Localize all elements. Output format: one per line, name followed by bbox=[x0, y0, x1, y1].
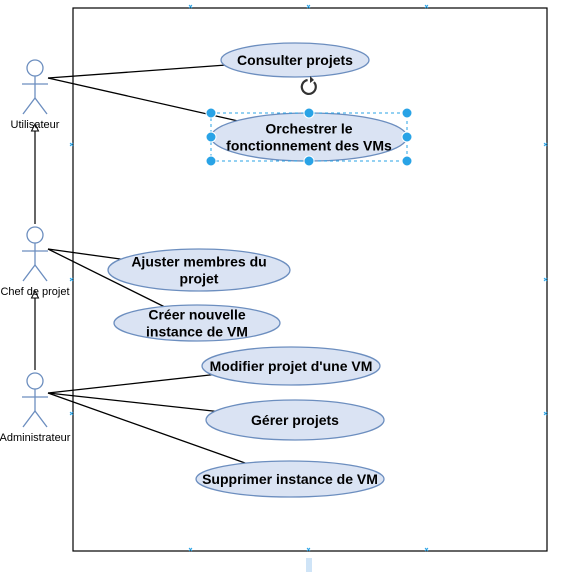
use-case-label: Créer nouvelle bbox=[148, 307, 245, 323]
use-case-label: Supprimer instance de VM bbox=[202, 471, 378, 487]
use-case-label: Consulter projets bbox=[237, 52, 353, 68]
association-chef-ajuster[interactable] bbox=[47, 248, 122, 260]
actor-chef[interactable]: Chef de projet bbox=[0, 226, 70, 298]
resize-handle[interactable] bbox=[401, 155, 413, 167]
resize-handle[interactable] bbox=[401, 131, 413, 143]
use-case-label: Modifier projet d'une VM bbox=[210, 358, 373, 374]
actor-leg-right bbox=[34, 410, 48, 428]
actor-leg-left bbox=[22, 264, 36, 282]
association-admin-supprimer[interactable] bbox=[47, 392, 246, 464]
resize-handle[interactable] bbox=[205, 131, 217, 143]
association-admin-gerer[interactable] bbox=[47, 392, 216, 412]
actor-leg-right bbox=[34, 97, 48, 115]
association-utilisateur-consulter[interactable] bbox=[47, 64, 225, 79]
use-case-modifier[interactable]: Modifier projet d'une VM bbox=[201, 346, 381, 386]
actor-admin[interactable]: Administrateur bbox=[0, 372, 71, 444]
resize-handle[interactable] bbox=[401, 107, 413, 119]
use-case-label: instance de VM bbox=[146, 324, 248, 340]
use-case-label: fonctionnement des VMs bbox=[226, 138, 392, 154]
use-case-supprimer[interactable]: Supprimer instance de VM bbox=[195, 460, 385, 498]
resize-grip[interactable] bbox=[306, 558, 312, 572]
use-case-ellipse bbox=[220, 42, 370, 78]
boundary-handles bbox=[69, 4, 548, 552]
use-case-label: projet bbox=[180, 271, 219, 287]
use-case-ellipse bbox=[201, 346, 381, 386]
use-case-ellipse bbox=[205, 399, 385, 441]
use-case-ellipse bbox=[195, 460, 385, 498]
association-utilisateur-orchestrer[interactable] bbox=[47, 77, 238, 122]
use-case-label: Gérer projets bbox=[251, 412, 339, 428]
actor-leg-right bbox=[34, 264, 48, 282]
actor-head bbox=[26, 372, 44, 390]
use-case-gerer[interactable]: Gérer projets bbox=[205, 399, 385, 441]
use-case-consulter[interactable]: Consulter projets bbox=[220, 42, 370, 78]
resize-handle[interactable] bbox=[205, 155, 217, 167]
use-case-ellipse bbox=[107, 248, 291, 292]
actor-utilisateur[interactable]: Utilisateur bbox=[11, 59, 60, 131]
actor-leg-left bbox=[22, 97, 36, 115]
actor-head bbox=[26, 59, 44, 77]
association-chef-creer[interactable] bbox=[47, 248, 165, 308]
actor-label: Chef de projet bbox=[0, 286, 69, 298]
association-admin-modifier[interactable] bbox=[47, 374, 213, 394]
rotate-icon[interactable] bbox=[300, 76, 317, 95]
use-case-ellipse bbox=[113, 304, 281, 342]
actor-label: Administrateur bbox=[0, 432, 71, 444]
resize-handle[interactable] bbox=[303, 155, 315, 167]
actor-label: Utilisateur bbox=[11, 119, 60, 131]
actor-head bbox=[26, 226, 44, 244]
resize-handle[interactable] bbox=[303, 107, 315, 119]
use-case-label: Ajuster membres du bbox=[131, 254, 266, 270]
use-case-label: Orchestrer le bbox=[265, 121, 352, 137]
actor-leg-left bbox=[22, 410, 36, 428]
resize-handle[interactable] bbox=[205, 107, 217, 119]
